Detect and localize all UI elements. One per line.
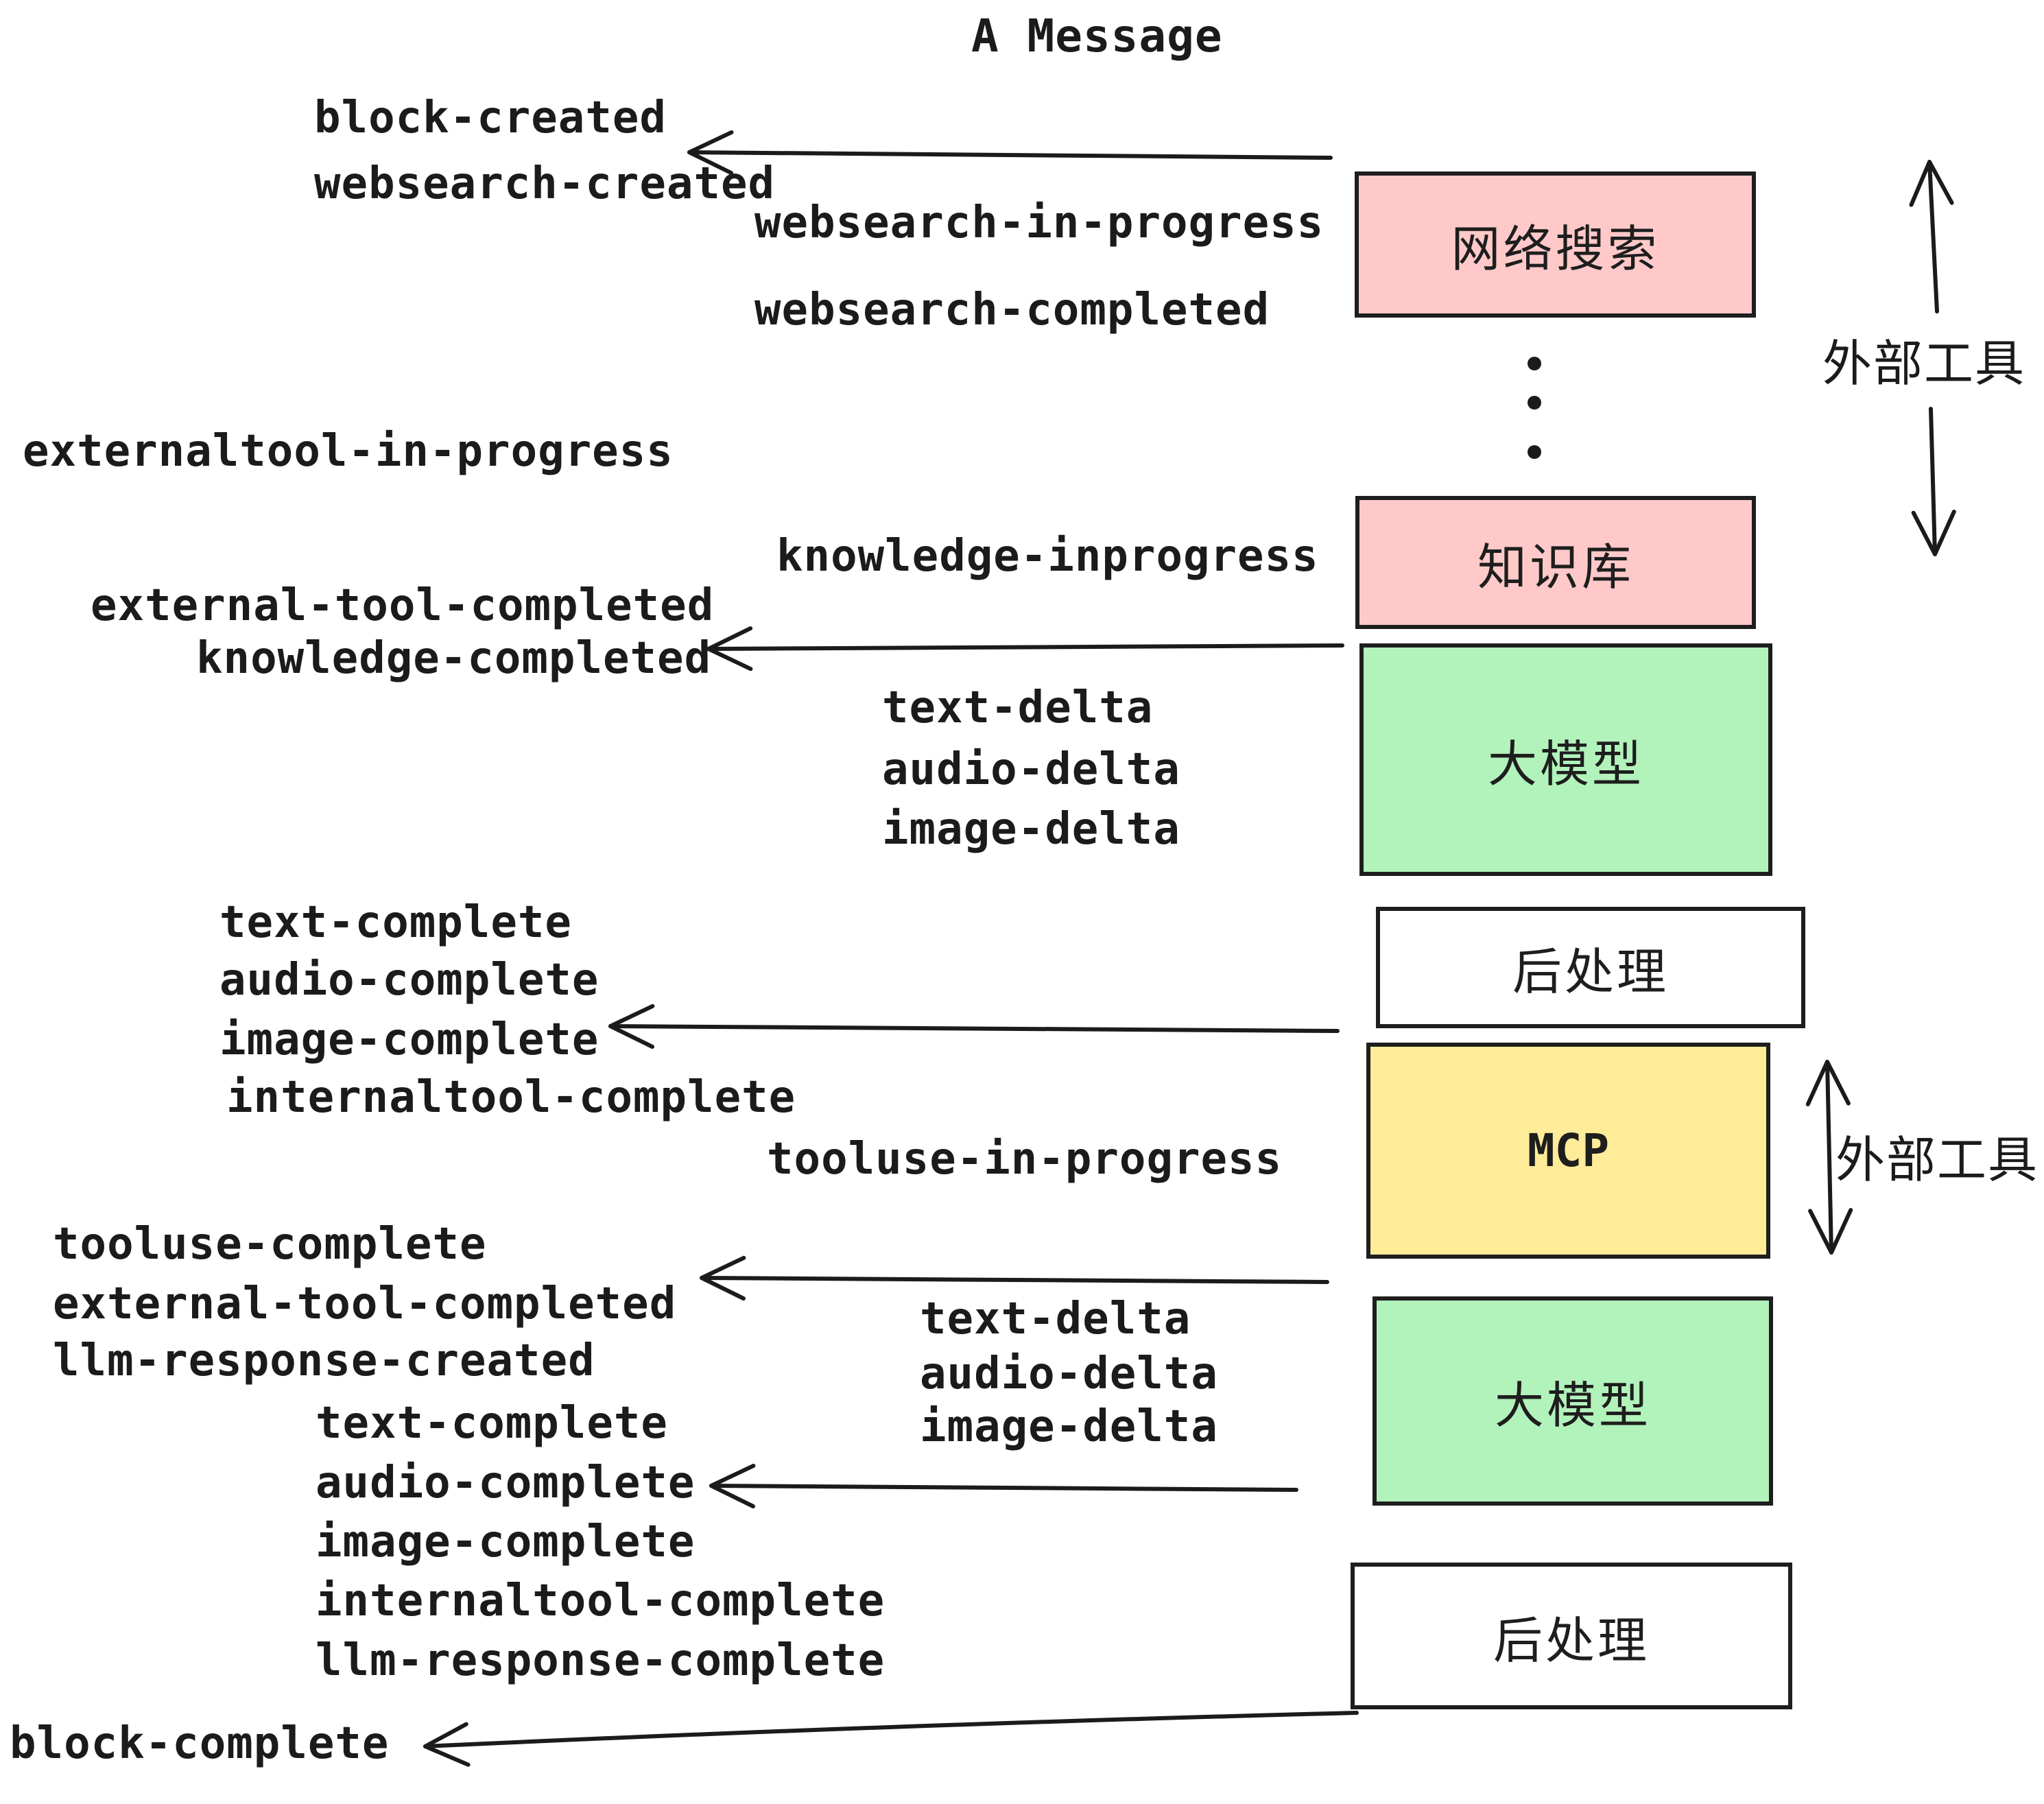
arrow-tooluse-complete	[700, 1255, 1329, 1301]
mcp-label: MCP	[1527, 1124, 1610, 1177]
mcp-box: MCP	[1366, 1043, 1770, 1259]
event-tooluse-complete: tooluse-complete	[53, 1219, 487, 1270]
event-audio-delta-1: audio-delta	[882, 744, 1180, 795]
event-external-tool-completed-2: external-tool-completed	[53, 1279, 677, 1329]
event-text-delta-2: text-delta	[920, 1294, 1191, 1344]
arrow-knowledge-completed	[706, 626, 1344, 672]
llm-1-label: 大模型	[1487, 735, 1644, 793]
postprocess-1-box: 后处理	[1376, 907, 1805, 1028]
arrow-block-complete	[423, 1711, 1359, 1767]
event-audio-complete-1: audio-complete	[219, 955, 599, 1006]
postprocess-2-label: 后处理	[1493, 1611, 1650, 1670]
event-block-complete: block-complete	[10, 1718, 390, 1769]
arrow-image-complete	[608, 1004, 1340, 1049]
event-knowledge-inprogress: knowledge-inprogress	[776, 531, 1319, 582]
event-image-complete-1: image-complete	[219, 1014, 599, 1065]
side-label-external-tools-2: 外部工具	[1835, 1131, 2039, 1189]
event-llm-response-complete: llm-response-complete	[316, 1635, 886, 1686]
websearch-label: 网络搜索	[1451, 220, 1660, 278]
page-title: A Message	[971, 10, 1223, 62]
event-image-complete-2: image-complete	[316, 1517, 696, 1567]
side-label-external-tools-1: 外部工具	[1822, 335, 2026, 392]
event-websearch-completed: websearch-completed	[754, 285, 1270, 335]
arrow-audio-complete-2	[709, 1463, 1298, 1508]
event-audio-delta-2: audio-delta	[920, 1349, 1218, 1399]
knowledge-box: 知识库	[1355, 496, 1756, 629]
event-tooluse-in-progress: tooluse-in-progress	[767, 1134, 1283, 1185]
event-text-complete-2: text-complete	[316, 1398, 668, 1449]
event-externaltool-in-progress: externaltool-in-progress	[23, 426, 674, 477]
event-websearch-created: websearch-created	[314, 158, 776, 209]
event-llm-response-created: llm-response-created	[53, 1336, 595, 1386]
event-text-delta-1: text-delta	[882, 683, 1154, 733]
llm-2-label: 大模型	[1494, 1377, 1651, 1434]
event-external-tool-completed-1: external-tool-completed	[91, 580, 715, 631]
websearch-box: 网络搜索	[1355, 171, 1756, 318]
arrow-external-tools-2-updown	[1805, 1060, 1853, 1255]
event-image-delta-1: image-delta	[882, 804, 1180, 855]
event-block-created: block-created	[314, 93, 667, 143]
postprocess-1-label: 后处理	[1512, 943, 1669, 1001]
arrow-external-tools-1-down	[1911, 407, 1956, 556]
event-knowledge-completed: knowledge-completed	[196, 633, 712, 684]
arrow-external-tools-1-up	[1909, 160, 1954, 313]
event-internaltool-complete-1: internaltool-complete	[226, 1072, 796, 1123]
knowledge-label: 知识库	[1477, 538, 1634, 596]
arrow-websearch-created	[687, 130, 1333, 176]
event-audio-complete-2: audio-complete	[316, 1458, 696, 1508]
llm-2-box: 大模型	[1372, 1296, 1773, 1506]
event-websearch-in-progress: websearch-in-progress	[754, 198, 1324, 248]
event-image-delta-2: image-delta	[920, 1401, 1218, 1452]
event-text-complete-1: text-complete	[219, 897, 572, 948]
ellipsis-dots	[1528, 357, 1541, 459]
postprocess-2-box: 后处理	[1351, 1563, 1792, 1709]
llm-1-box: 大模型	[1359, 643, 1772, 876]
event-internaltool-complete-2: internaltool-complete	[316, 1576, 886, 1626]
